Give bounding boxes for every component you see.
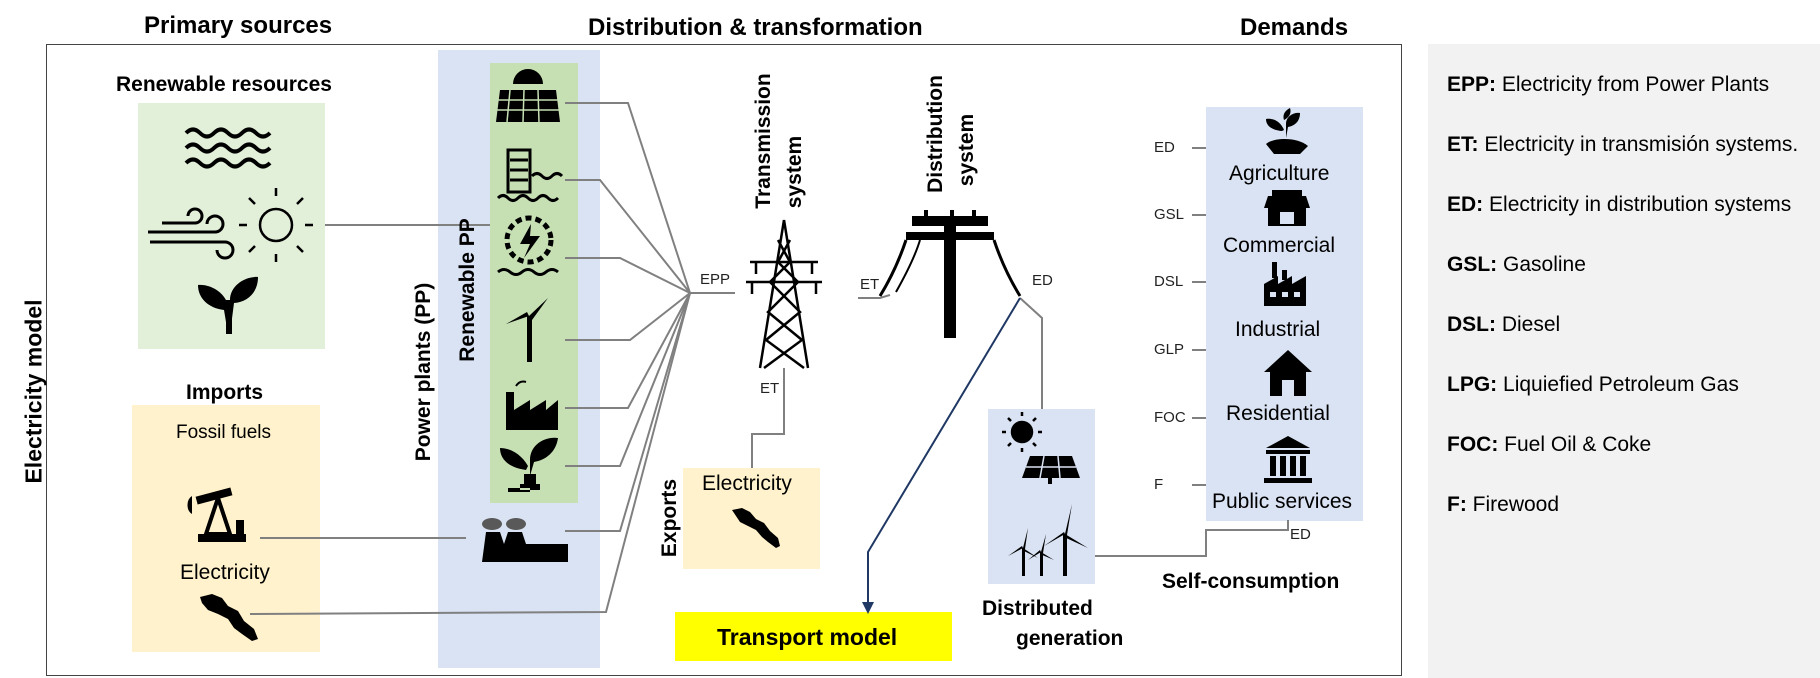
geothermal-icon [497, 215, 559, 276]
line-geothermal-pp [565, 257, 691, 294]
line-import-electricity [249, 292, 691, 615]
ed-flow-label-bottom: ED [1290, 526, 1311, 543]
self-consumption-label: Self-consumption [1162, 570, 1340, 593]
sector-residential: Residential [1226, 402, 1330, 425]
line-hydro-pp [565, 179, 691, 294]
distributed-generation-line2: generation [1016, 627, 1124, 650]
dg-wind-turbines-icon [1008, 504, 1088, 576]
demand-input-gsl: GSL [1154, 206, 1185, 223]
leaves-icon [198, 276, 258, 334]
sun-icon [239, 188, 313, 262]
electricity-model-frame [46, 44, 1402, 676]
line-solar-pp [565, 102, 691, 294]
transport-model-label: Transport model [717, 624, 898, 650]
imports-title: Imports [186, 381, 264, 404]
connector-lines [249, 102, 1289, 615]
line-et-to-distribution [858, 294, 891, 299]
central-america-map-icon [200, 594, 258, 641]
transmission-label-line1: Transmission [752, 73, 775, 209]
demand-input-ed: ED [1154, 139, 1175, 156]
legend-item-gsl: GSL: Gasoline [1447, 253, 1586, 276]
commercial-store-icon [1264, 190, 1310, 226]
export-map-icon [732, 508, 780, 548]
wind-turbine-icon [506, 298, 548, 362]
transmission-tower-icon [746, 219, 822, 370]
dg-sun-icon [1002, 412, 1042, 452]
fossil-fuels-label: Fossil fuels [176, 422, 272, 443]
demand-input-f: F [1154, 476, 1164, 493]
wind-icon [148, 207, 235, 260]
line-thermal-pp [565, 292, 691, 532]
arrow-to-transport [862, 297, 1021, 614]
exports-electricity-label: Electricity [702, 472, 792, 495]
line-self-consumption [1095, 520, 1289, 557]
dg-solar-panel-icon [1022, 455, 1080, 484]
biomass-factory-icon [506, 380, 558, 430]
legend-item-f: F: Firewood [1447, 493, 1560, 516]
legend-item-epp: EPP: Electricity from Power Plants [1447, 73, 1770, 96]
legend-item-et: ET: Electricity in transmisión systems. [1447, 133, 1799, 156]
line-biomass-pp [565, 292, 691, 409]
waves-icon [184, 127, 272, 169]
legend-item-lpg: LPG: Liquiefied Petroleum Gas [1447, 373, 1739, 396]
legend-item-foc: FOC: Fuel Oil & Coke [1447, 433, 1652, 456]
sector-commercial: Commercial [1223, 234, 1336, 257]
distributed-generation-line1: Distributed [982, 597, 1093, 620]
hydro-dam-icon [496, 148, 564, 202]
ed-flow-label-pole: ED [1032, 272, 1053, 289]
sector-industrial: Industrial [1235, 318, 1321, 341]
renewable-pp-label: Renewable PP [456, 218, 479, 362]
line-et-to-exports [751, 368, 785, 468]
distribution-label-line2: system [955, 113, 978, 187]
transmission-label-line2: system [783, 135, 806, 209]
renewable-resources-title: Renewable resources [116, 73, 332, 96]
power-plants-label: Power plants (PP) [412, 282, 435, 462]
demand-input-foc: FOC [1154, 409, 1186, 426]
distribution-pole-icon [878, 210, 1022, 338]
demand-input-glp: GLP [1154, 341, 1185, 358]
line-wind-pp [565, 292, 691, 341]
oil-pump-icon [187, 487, 246, 542]
distribution-label-line1: Distribution [924, 75, 947, 193]
imports-electricity-label: Electricity [180, 561, 270, 584]
legend-list: EPP: Electricity from Power Plants ET: E… [1447, 70, 1807, 550]
header-primary-sources: Primary sources [144, 12, 333, 39]
demand-input-dsl: DSL [1154, 273, 1184, 290]
solar-panel-icon [496, 69, 560, 123]
agriculture-hand-icon [1266, 108, 1308, 154]
line-bio-pp [565, 292, 691, 467]
header-distribution: Distribution & transformation [588, 14, 923, 41]
legend-item-ed: ED: Electricity in distribution systems [1447, 193, 1792, 216]
exports-label: Exports [658, 478, 681, 558]
et-flow-label-down: ET [760, 380, 780, 397]
bio-plug-icon [500, 437, 558, 492]
electricity-model-label: Electricity model [20, 299, 47, 484]
sector-public-services: Public services [1212, 490, 1353, 513]
epp-flow-label: EPP [700, 271, 731, 288]
sector-agriculture: Agriculture [1229, 162, 1330, 185]
thermal-power-plant-icon [482, 518, 568, 562]
public-services-building-icon [1264, 436, 1312, 483]
residential-house-icon [1264, 350, 1312, 396]
industrial-factory-icon [1264, 262, 1306, 306]
line-ed-to-distributed [1019, 297, 1043, 409]
header-demands: Demands [1240, 14, 1349, 41]
legend-panel [1428, 44, 1820, 678]
legend-item-dsl: DSL: Diesel [1447, 313, 1561, 336]
transport-model-box [675, 612, 952, 661]
et-flow-label-right: ET [860, 276, 880, 293]
